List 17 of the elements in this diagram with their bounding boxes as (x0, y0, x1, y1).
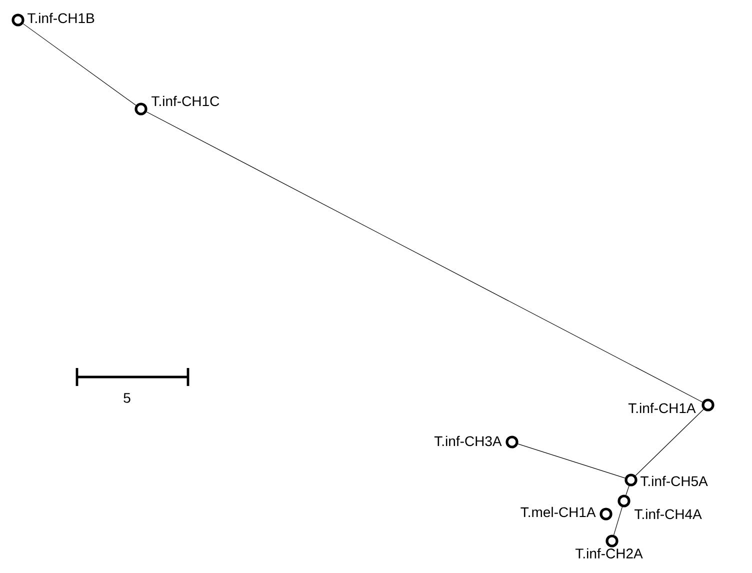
haplotype-label: T.inf-CH1C (152, 96, 220, 106)
haplotype-circle (134, 102, 148, 116)
haplotype-circle (12, 14, 24, 26)
haplotype-label: T.inf-CH2A (575, 548, 643, 558)
haplotype-label: T.inf-CH3A (434, 436, 502, 446)
haplotype-circle (606, 534, 618, 548)
haplotype-label: T.inf-CH1B (28, 12, 94, 24)
haplotype-label: T.mel-CH1A (520, 506, 596, 518)
haplotype-circle (618, 494, 630, 508)
haplotype-circle (624, 474, 638, 486)
haplotype-label: T.inf-CH1A (628, 402, 696, 414)
haplotype-circle (702, 398, 714, 412)
haplotype-label: T.inf-CH5A (640, 476, 708, 486)
scale-label: 5 (124, 393, 130, 403)
haplotype-label: T.inf-CH4A (634, 508, 702, 520)
haplotype-circle (506, 436, 518, 448)
haplotype-circle (600, 508, 612, 520)
